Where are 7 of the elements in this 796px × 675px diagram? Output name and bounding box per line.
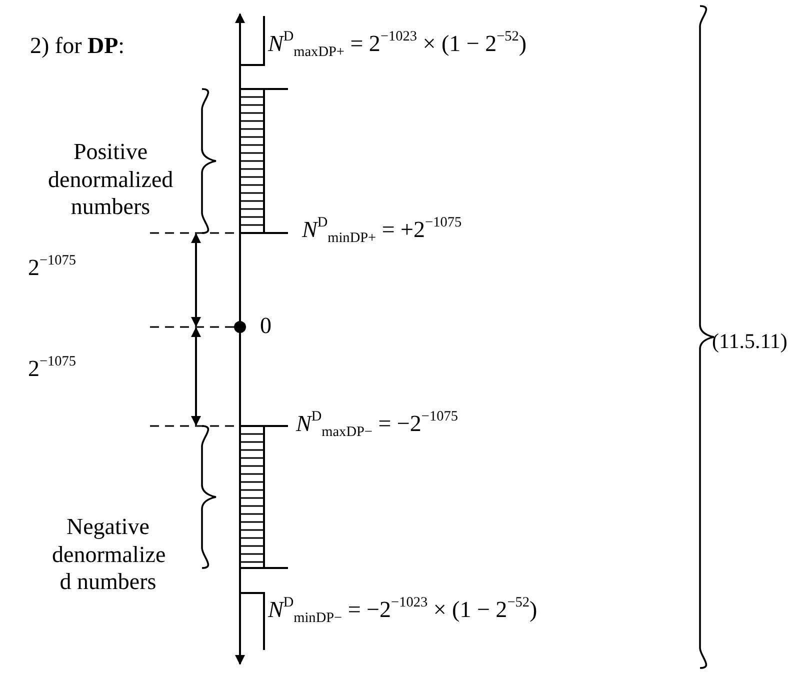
formula-label: (11.5.11) <box>712 329 788 354</box>
formula-label: 2) for DP: <box>30 32 125 60</box>
range-label: Positive denormalized numbers <box>48 138 173 221</box>
range-label: Negative denormalize d numbers <box>52 513 164 596</box>
formula-label: 0 <box>260 312 272 340</box>
formula-label: 2$^{−1075}$ <box>28 254 76 282</box>
formula-label: 2$^{−1075}$ <box>28 355 76 383</box>
